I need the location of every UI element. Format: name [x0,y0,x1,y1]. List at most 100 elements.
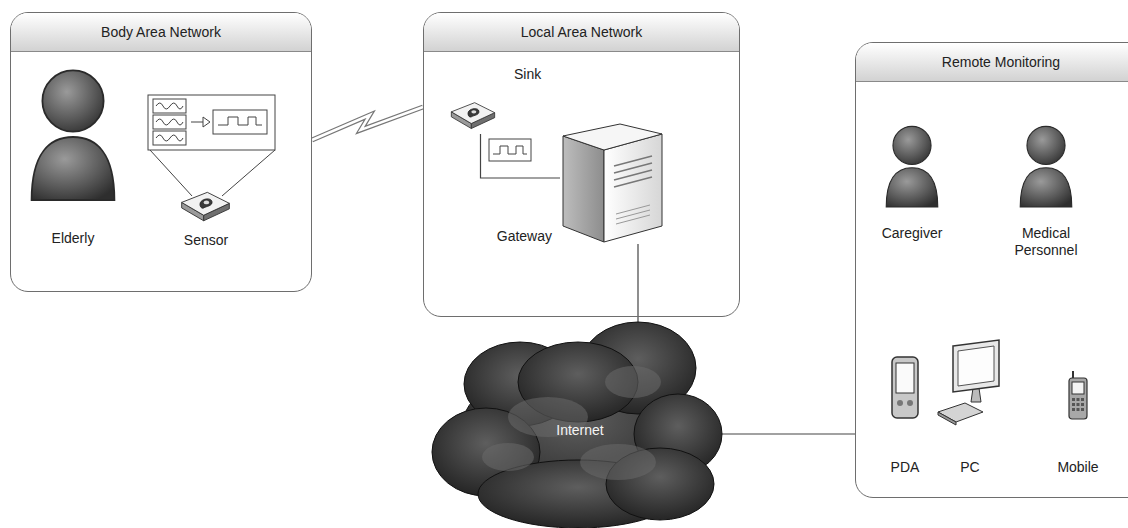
server-top [563,124,662,150]
mobile-key [1077,398,1080,401]
pda-button [897,400,903,406]
node-label: Elderly [52,230,95,247]
panel-header: Remote Monitoring [856,43,1128,82]
network-panel: SinkGateway Local Area Network [423,12,740,317]
device-node: PC [935,340,1005,485]
server-icon [560,122,665,244]
mobile-key [1081,408,1084,411]
cloud-shade [482,443,534,471]
connector-group [722,434,855,435]
pc-keyboard-edge [938,412,956,425]
pc-icon [935,340,1005,430]
cloud-shade [605,366,661,398]
device-node: Medical Personnel [1000,115,1092,280]
wired-link [722,433,855,434]
wave-box [153,131,186,145]
device-node: Caregiver [872,115,952,255]
person-head [42,70,103,131]
node-label: PC [960,459,979,476]
callout-box [148,95,275,150]
network-panel: Caregiver Medical PersonnelPDA PC Mobile Rem… [855,42,1128,498]
sink-signal [489,139,531,161]
sensor-icon [448,98,498,134]
server-front [604,134,662,242]
panel-header: Local Area Network [424,13,739,52]
person-head [1027,126,1065,164]
server-vent [616,215,650,224]
panel-title: Local Area Network [424,13,739,51]
sensor-led [200,199,212,208]
device-node: Elderly [28,60,118,250]
mobile-key [1072,398,1075,401]
mobile-key [1081,403,1084,406]
sensor-led-shine [204,201,210,205]
sine-wave [156,135,183,141]
cloud-shade [580,444,656,480]
device-node: PDA [885,345,925,485]
person-head [893,126,931,164]
pda-button [907,400,913,406]
mobile-key [1077,408,1080,411]
node-label: Internet [556,422,603,439]
internet-cloud: Internet [428,322,722,528]
mobile-body [1069,378,1087,419]
pda-screen [896,363,914,393]
panel-header: Body Area Network [11,13,311,52]
device-node: Sensor [178,188,233,250]
mobile-screen [1072,382,1084,394]
mobile-key [1072,403,1075,406]
server-vent [616,210,650,219]
wireless-link [312,107,423,140]
square-wave [218,117,262,125]
sensor-led-shine [471,110,476,113]
node-label: Mobile [1057,459,1098,476]
mobile-icon [1067,370,1089,420]
signal-callout [148,95,275,196]
connector-group [481,134,561,178]
person-body [1020,168,1072,207]
arrow-head [203,117,210,127]
connector-group [638,244,639,322]
sensor-top [451,103,494,124]
server-side [563,136,604,242]
arrow-shaft [191,122,203,123]
square-wave-box [213,110,267,134]
person-icon [1018,115,1074,215]
person-icon [28,60,118,205]
wireless-link-core [312,107,423,140]
device-node: Gateway [560,122,665,244]
callout-line [150,150,192,196]
wave-box [153,99,186,113]
node-label: Sensor [184,232,228,249]
person-body [32,137,115,200]
node-label: Caregiver [882,225,943,242]
server-vent [616,205,650,214]
mobile-key [1077,403,1080,406]
node-label: Gateway [497,228,552,245]
node-label: PDA [891,459,920,476]
wave-box [153,115,186,129]
sensor-top [182,192,230,215]
panel-title: Remote Monitoring [856,43,1128,81]
mobile-key [1072,408,1075,411]
connector-group [312,107,423,140]
pda-body [892,357,918,418]
node-label: Sink [514,66,541,83]
person-body [886,168,938,207]
sensor-icon [178,188,233,226]
sine-wave [156,103,183,109]
mobile-key [1081,398,1084,401]
sine-wave [156,119,183,125]
panel-title: Body Area Network [11,13,311,51]
pda-icon [890,355,920,420]
square-wave-box [489,139,531,161]
person-icon [884,115,940,215]
device-node: Mobile [1050,350,1106,485]
network-panel: Elderly Sensor Body Area Network [10,12,312,292]
wired-link [481,134,561,178]
pc-monitor [953,340,999,392]
wired-link [637,244,638,322]
pc-screen [958,346,994,386]
server-slot [614,177,652,187]
